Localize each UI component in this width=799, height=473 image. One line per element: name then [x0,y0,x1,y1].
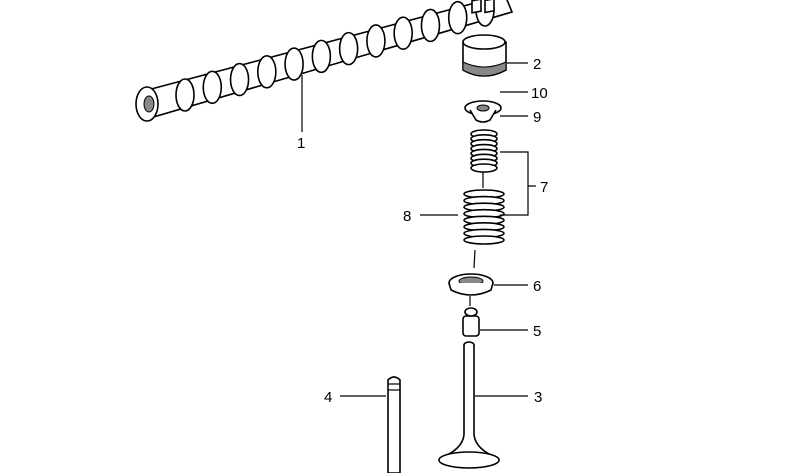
callout-2[interactable]: 2 [533,56,541,73]
cam-lobe [393,16,413,50]
callout-8[interactable]: 8 [403,208,411,225]
callout-7[interactable]: 7 [540,179,548,196]
valve-guide[interactable] [387,376,401,473]
cam-lobe [175,78,195,112]
cam-lobe [229,62,250,97]
cam-lobe [420,8,441,43]
cam-lobe [284,47,304,81]
callout-10[interactable]: 10 [531,85,548,102]
valve[interactable] [438,341,500,469]
valve-keepers[interactable] [471,0,495,14]
cam-lobe [311,39,332,74]
callout-5[interactable]: 5 [533,323,541,340]
callout-4[interactable]: 4 [324,389,332,406]
bucket-tappet[interactable] [462,34,507,77]
cam-lobe [366,24,386,58]
callout-3[interactable]: 3 [534,389,542,406]
outer-valve-spring[interactable] [463,189,505,245]
spring-coil [470,163,498,173]
callout-9[interactable]: 9 [533,109,541,126]
cam-lobe [257,55,277,89]
cam-lobe [202,70,223,105]
valve-stem-seal[interactable] [462,307,480,337]
spring-coil [463,235,505,245]
cam-lobe [447,0,468,35]
callout-6[interactable]: 6 [533,278,541,295]
callout-1[interactable]: 1 [297,135,305,152]
inner-valve-spring[interactable] [470,129,498,173]
cam-lobe [338,31,359,66]
spring-seat[interactable] [448,273,494,296]
spring-retainer[interactable] [464,100,502,123]
camshaft[interactable] [135,0,514,122]
